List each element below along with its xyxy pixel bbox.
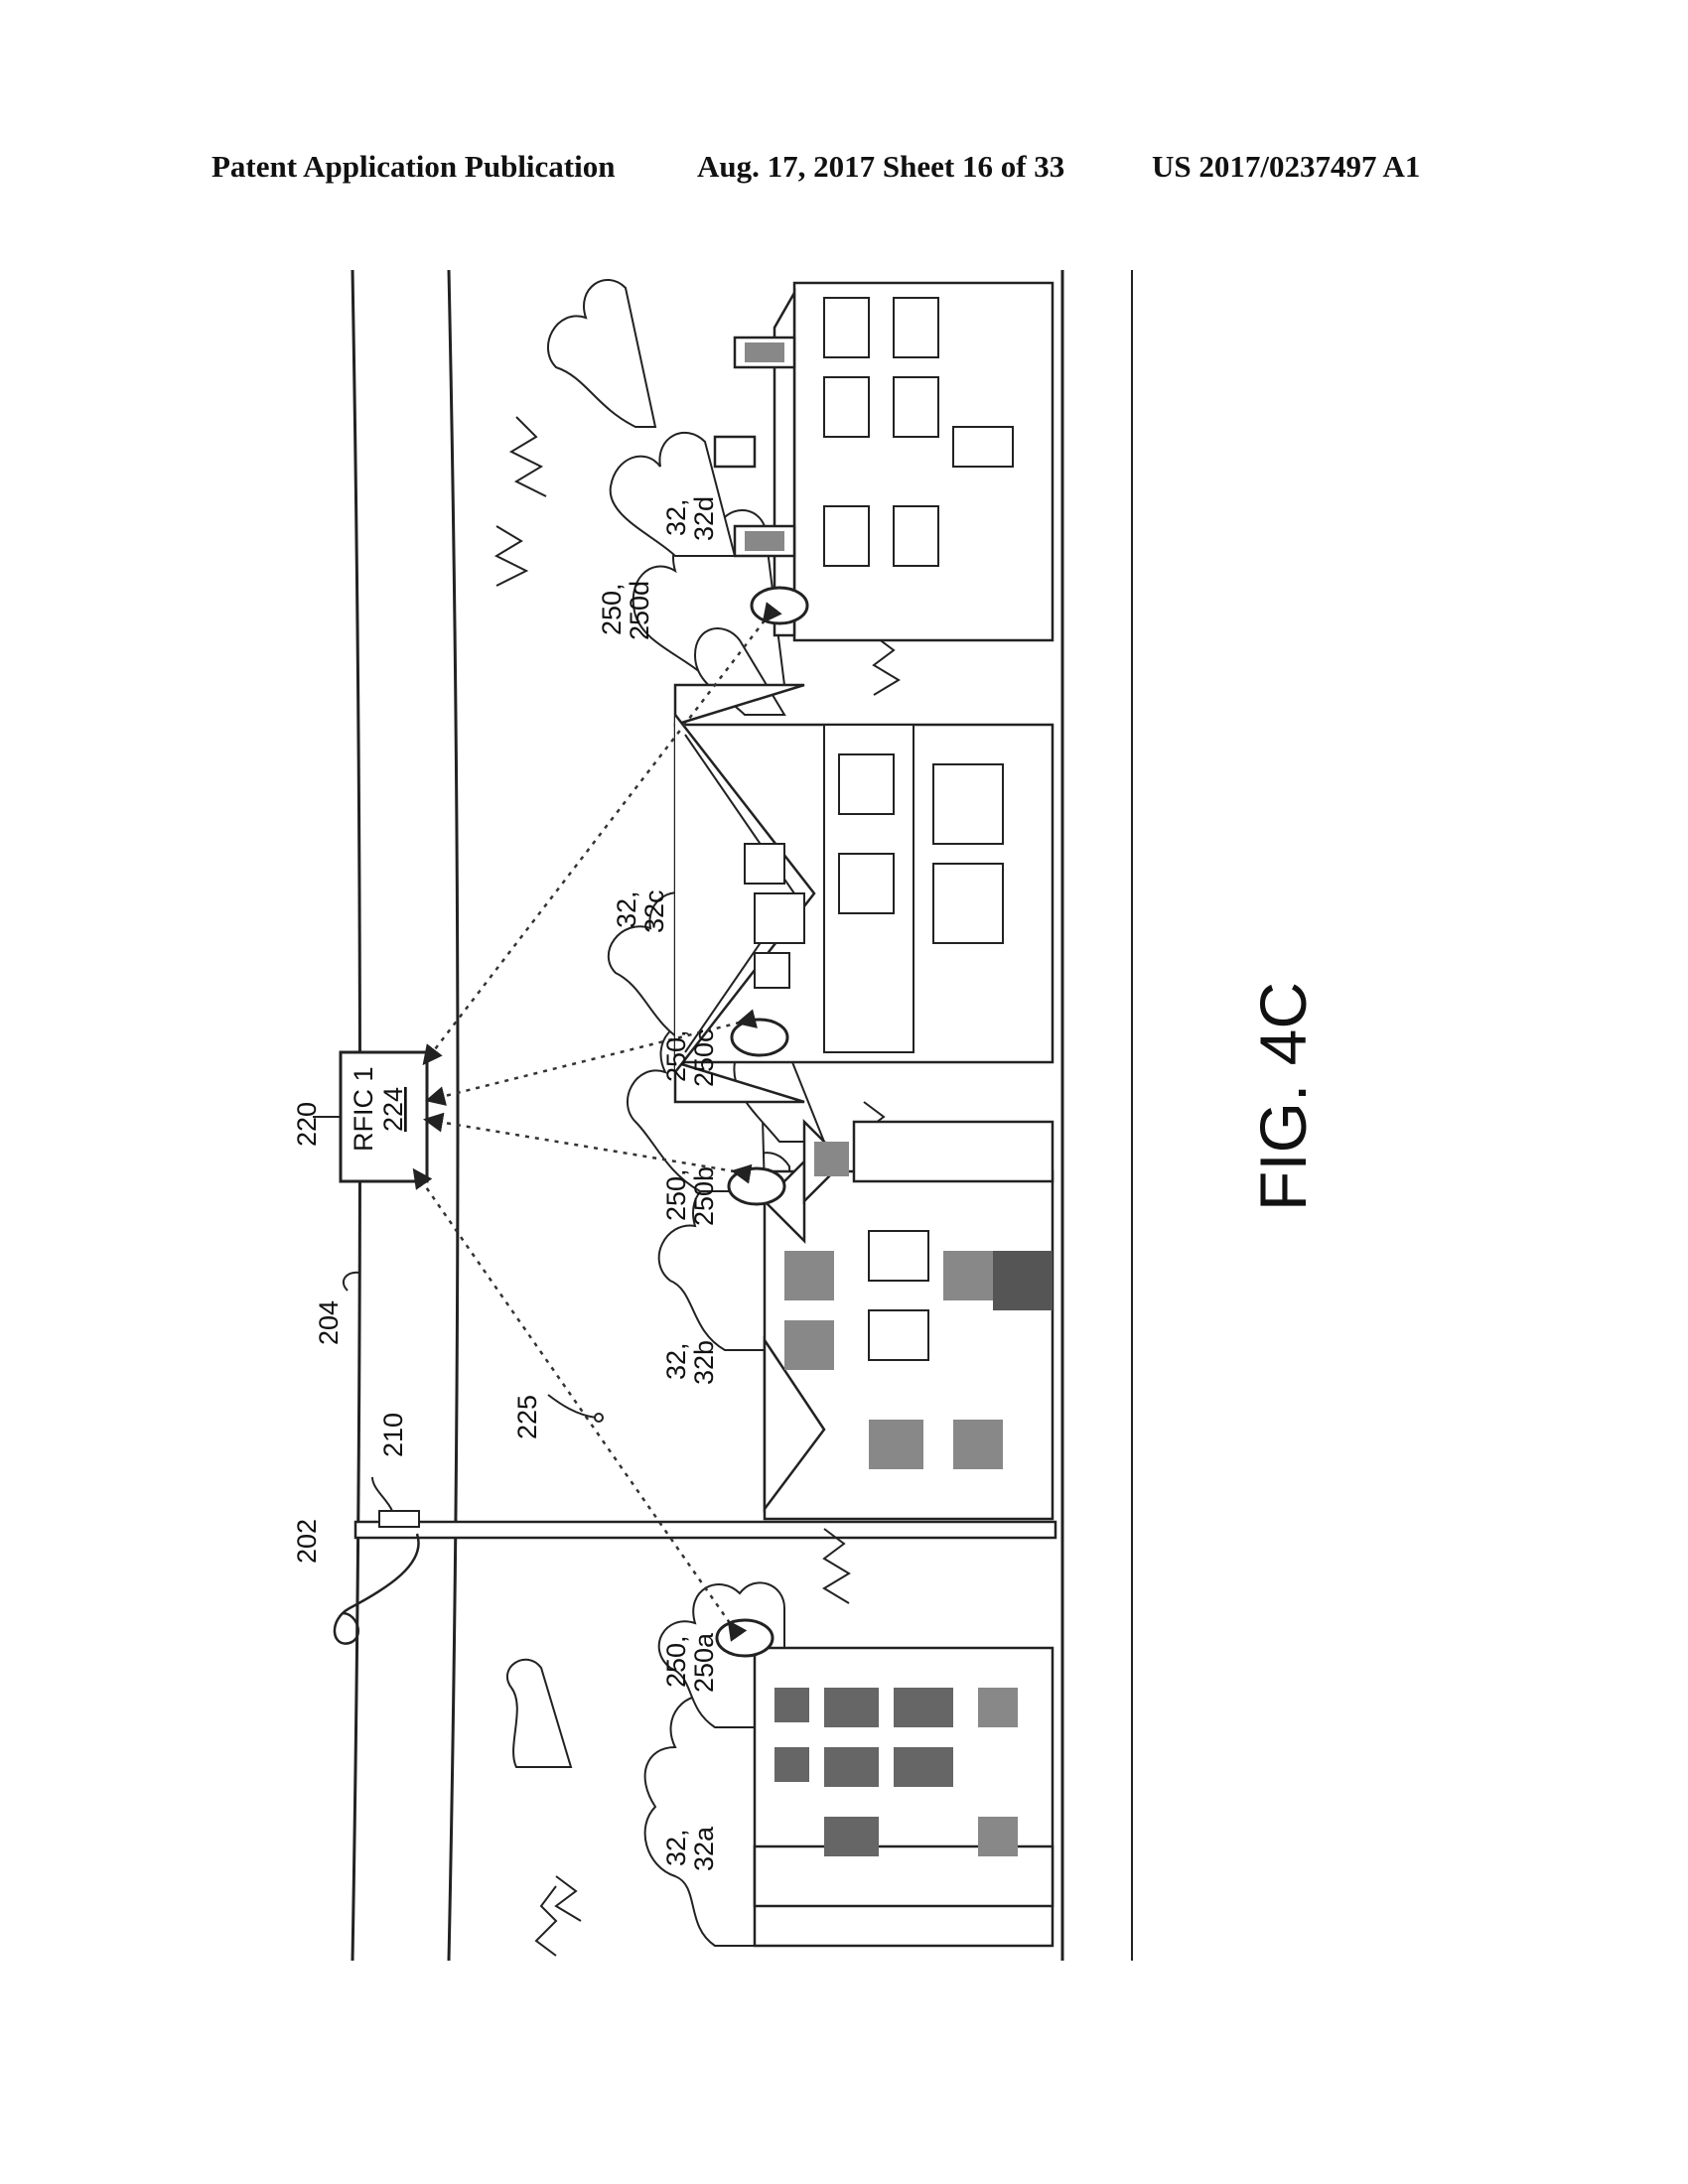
window <box>893 376 939 438</box>
publication-type: Patent Application Publication <box>211 149 616 184</box>
node-250d <box>750 586 809 625</box>
label-32c-line2: 32c <box>639 889 669 933</box>
drop-wire <box>333 1533 420 1645</box>
label-250d-line2: 250d <box>625 581 654 640</box>
label-32b-line1: 32, <box>661 1342 691 1380</box>
zigzag-foliage-right <box>508 416 547 497</box>
bush-near-house-d <box>872 634 901 696</box>
window <box>943 1251 998 1300</box>
window <box>838 753 895 815</box>
tree-right-2 <box>609 431 737 557</box>
window <box>824 1747 879 1787</box>
figure-caption: FIG. 4C <box>1246 982 1320 1211</box>
zigzag-foliage-right-2 <box>493 525 529 587</box>
label-225: 225 <box>512 1395 542 1439</box>
rfic-number: 224 <box>378 1087 408 1132</box>
house-32d <box>713 281 1055 642</box>
node-250b <box>727 1166 786 1206</box>
label-204: 204 <box>314 1300 344 1345</box>
door <box>993 1251 1053 1310</box>
window <box>869 1420 923 1469</box>
label-250b-line1: 250, <box>661 1168 691 1221</box>
label-32d-line1: 32, <box>661 498 691 536</box>
wireless-links-225 <box>412 602 782 1642</box>
leader-210 <box>371 1476 393 1512</box>
labels: 220 RFIC 1 224 204 210 202 225 32, 32a 3… <box>292 496 719 1871</box>
label-202: 202 <box>292 1519 322 1564</box>
label-250c-line1: 250, <box>661 1029 691 1082</box>
house-32b <box>763 1118 1055 1521</box>
door <box>952 426 1014 468</box>
window <box>824 1817 879 1856</box>
window <box>953 1420 1003 1469</box>
label-250b-line2: 250b <box>689 1166 719 1226</box>
label-32a-line1: 32, <box>661 1829 691 1866</box>
window <box>823 505 870 567</box>
window <box>745 531 784 551</box>
window <box>868 1230 929 1282</box>
window <box>784 1251 834 1300</box>
label-250a-line1: 250, <box>661 1635 691 1688</box>
window <box>745 342 784 362</box>
window <box>754 952 790 989</box>
link-250a <box>412 1167 748 1642</box>
window <box>814 1142 849 1176</box>
link-250d <box>422 602 782 1066</box>
node-250c <box>730 1018 789 1057</box>
house-32a <box>753 1646 1055 1948</box>
window <box>932 763 1004 845</box>
window <box>784 1320 834 1370</box>
tree-right-3 <box>546 278 657 428</box>
window <box>754 892 805 944</box>
tree-left-3 <box>505 1658 573 1768</box>
label-220: 220 <box>292 1102 322 1147</box>
label-32b-line2: 32b <box>689 1340 719 1385</box>
window <box>978 1688 1018 1727</box>
window <box>823 376 870 438</box>
date-and-sheet: Aug. 17, 2017 Sheet 16 of 33 <box>697 149 1065 184</box>
label-210: 210 <box>378 1413 408 1457</box>
bush-near-pole <box>822 1528 851 1604</box>
window <box>838 853 895 914</box>
rfic-title: RFIC 1 <box>349 1066 378 1152</box>
shrub-left <box>534 1885 558 1957</box>
window <box>894 1747 953 1787</box>
label-32c-line1: 32, <box>612 890 641 928</box>
window <box>932 863 1004 944</box>
label-250d-line1: 250, <box>597 583 627 635</box>
node-250a <box>715 1618 774 1658</box>
label-250c-line2: 250c <box>689 1028 719 1087</box>
window <box>824 1688 879 1727</box>
window <box>893 297 939 358</box>
window <box>978 1817 1018 1856</box>
power-line-lower <box>447 269 460 1962</box>
label-32a-line2: 32a <box>689 1826 719 1871</box>
leader-204 <box>342 1271 360 1292</box>
publication-number: US 2017/0237497 A1 <box>1152 149 1421 184</box>
window <box>868 1309 929 1361</box>
window <box>744 843 785 885</box>
leader-225 <box>547 1394 597 1419</box>
page-header: Patent Application Publication Aug. 17, … <box>0 149 1688 189</box>
link-250b <box>423 1112 753 1184</box>
label-250a-line2: 250a <box>689 1632 719 1693</box>
window <box>774 1688 809 1722</box>
zigzag-foliage-left <box>554 1875 582 1922</box>
window <box>823 297 870 358</box>
window <box>893 505 939 567</box>
line-device <box>378 1510 420 1528</box>
label-32d-line2: 32d <box>689 496 719 541</box>
window <box>894 1688 953 1727</box>
window <box>774 1747 809 1782</box>
